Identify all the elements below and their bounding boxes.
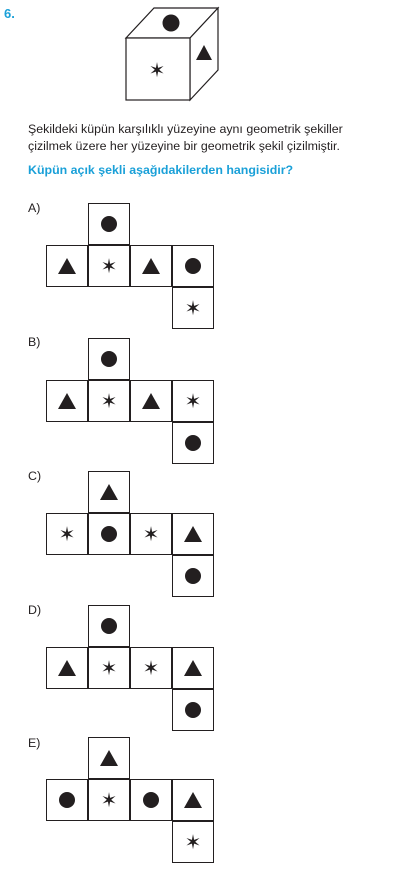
triangle-shape [58, 660, 76, 676]
net-cell-top [88, 737, 130, 779]
cube-front-face [125, 37, 191, 101]
net-cell-row-4: ✶ [172, 380, 214, 422]
star-shape: ✶ [184, 296, 202, 320]
cube-top-circle [162, 14, 180, 32]
triangle-shape [184, 660, 202, 676]
circle-shape [101, 351, 117, 367]
star-shape: ✶ [142, 522, 160, 546]
net-cell-row-1 [46, 647, 88, 689]
star-shape: ✶ [100, 389, 118, 413]
cube-figure: ✶ [124, 6, 220, 102]
option-label: E) [28, 736, 41, 750]
option-label: A) [28, 201, 41, 215]
problem-statement: Şekildeki küpün karşılıklı yüzeyine aynı… [28, 121, 408, 155]
circle-shape [185, 702, 201, 718]
star-shape: ✶ [100, 656, 118, 680]
net-cell-row-1 [46, 245, 88, 287]
circle-shape [101, 526, 117, 542]
net-cell-row-4 [172, 245, 214, 287]
net-cell-row-2: ✶ [88, 245, 130, 287]
star-shape: ✶ [184, 389, 202, 413]
star-shape: ✶ [58, 522, 76, 546]
net-cell-row-2: ✶ [88, 380, 130, 422]
net-cell-row-3: ✶ [130, 647, 172, 689]
net-cell-top [88, 338, 130, 380]
problem-line-2: çizilmek üzere her yüzeyine bir geometri… [28, 139, 340, 153]
net-cell-row-3: ✶ [130, 513, 172, 555]
net-cell-row-4 [172, 779, 214, 821]
net-cell-bottom: ✶ [172, 821, 214, 863]
circle-shape [101, 618, 117, 634]
problem-line-1: Şekildeki küpün karşılıklı yüzeyine aynı… [28, 122, 343, 136]
net-cell-row-2 [88, 513, 130, 555]
cube-front-star: ✶ [149, 58, 166, 82]
net-cell-row-2: ✶ [88, 647, 130, 689]
triangle-shape [58, 258, 76, 274]
net-cell-row-1 [46, 779, 88, 821]
net-cell-row-2: ✶ [88, 779, 130, 821]
net-cell-row-4 [172, 513, 214, 555]
cube-right-triangle [196, 45, 212, 60]
star-shape: ✶ [100, 254, 118, 278]
triangle-shape [184, 792, 202, 808]
circle-shape [59, 792, 75, 808]
star-shape: ✶ [184, 830, 202, 854]
triangle-shape [100, 750, 118, 766]
question-number: 6. [4, 6, 15, 21]
option-label: B) [28, 335, 41, 349]
net-cell-row-3 [130, 779, 172, 821]
net-cell-row-1: ✶ [46, 513, 88, 555]
option-label: D) [28, 603, 42, 617]
circle-shape [185, 258, 201, 274]
circle-shape [143, 792, 159, 808]
circle-shape [185, 435, 201, 451]
net-cell-bottom [172, 689, 214, 731]
triangle-shape [58, 393, 76, 409]
net-cell-top [88, 203, 130, 245]
circle-shape [185, 568, 201, 584]
net-cell-row-3 [130, 245, 172, 287]
question-text: Küpün açık şekli aşağıdakilerden hangisi… [28, 163, 294, 177]
net-cell-top [88, 471, 130, 513]
triangle-shape [142, 258, 160, 274]
net-cell-top [88, 605, 130, 647]
option-label: C) [28, 469, 42, 483]
star-shape: ✶ [142, 656, 160, 680]
net-cell-row-1 [46, 380, 88, 422]
triangle-shape [142, 393, 160, 409]
net-cell-bottom: ✶ [172, 287, 214, 329]
net-cell-bottom [172, 555, 214, 597]
triangle-shape [184, 526, 202, 542]
net-cell-bottom [172, 422, 214, 464]
triangle-shape [100, 484, 118, 500]
net-cell-row-4 [172, 647, 214, 689]
star-shape: ✶ [100, 788, 118, 812]
circle-shape [101, 216, 117, 232]
net-cell-row-3 [130, 380, 172, 422]
